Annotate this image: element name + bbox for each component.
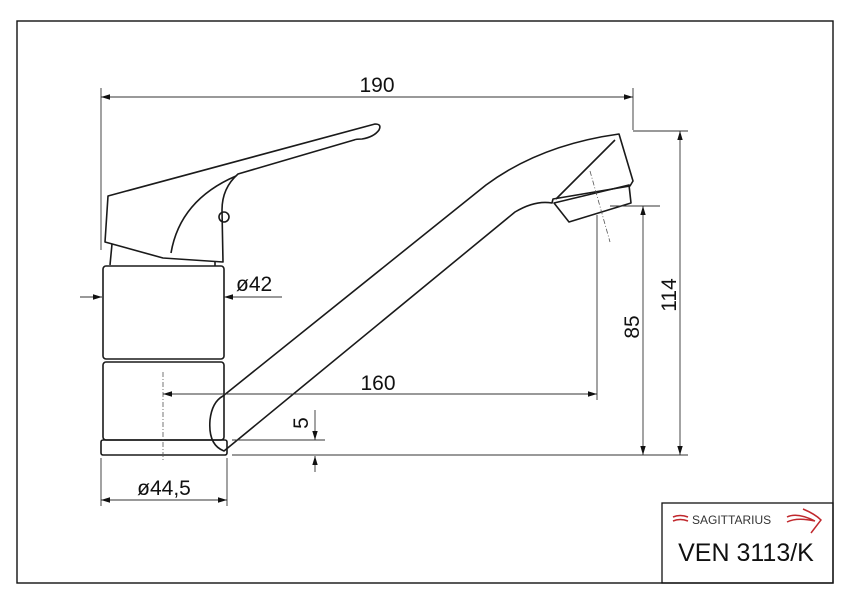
base-plate: [100, 439, 228, 456]
faucet-drawing: [100, 123, 634, 462]
lever-knob: [218, 211, 230, 223]
body-lower: [102, 361, 225, 441]
dim-spout-height: 85: [621, 315, 644, 338]
lever-handle: [104, 123, 381, 263]
lever-inner-curve: [170, 175, 237, 254]
brand-logo-text: SAGITTARIUS: [692, 513, 771, 527]
dim-overall-length: 190: [359, 74, 394, 97]
spout: [208, 133, 634, 452]
body-upper: [102, 265, 225, 360]
dim-overall-height: 114: [658, 278, 681, 312]
dim-base-diameter: ø44,5: [137, 477, 191, 500]
title-block: SAGITTARIUS VEN 3113/K: [661, 502, 834, 584]
dim-spout-reach: 160: [360, 372, 395, 395]
model-number: VEN 3113/K: [678, 539, 814, 567]
dimension-lines: [80, 88, 688, 506]
sagittarius-logo: SAGITTARIUS: [672, 508, 822, 534]
dim-base-thickness: 5: [290, 417, 313, 429]
aerator: [553, 184, 632, 223]
drawing-frame: [16, 20, 834, 584]
dim-body-diameter: ø42: [236, 273, 272, 296]
